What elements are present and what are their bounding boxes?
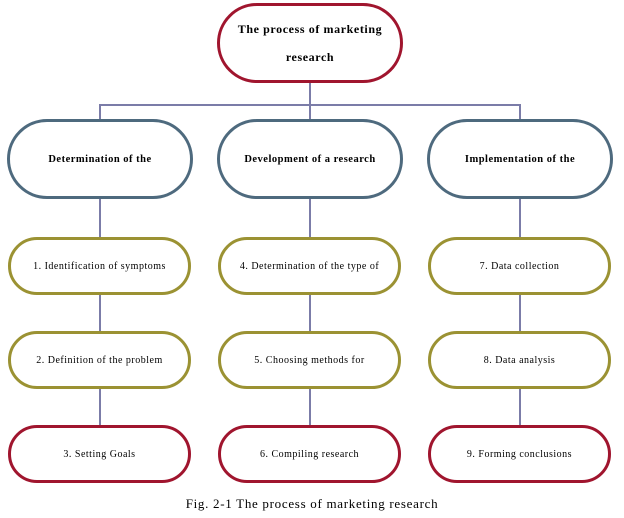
step-label: 4. Determination of the type of — [239, 260, 380, 272]
branch-node-3: Implementation of the — [427, 119, 613, 199]
connector-branch-2-up — [309, 104, 311, 120]
connector-root-down — [309, 83, 311, 105]
step-node-6: 6. Compiling research — [218, 425, 401, 483]
step-label: 3. Setting Goals — [63, 448, 136, 460]
connector-col-1 — [99, 198, 101, 427]
branch-label: Development of a research — [244, 153, 376, 165]
step-node-7: 7. Data collection — [428, 237, 611, 295]
branch-label: Implementation of the — [464, 153, 576, 165]
step-node-2: 2. Definition of the problem — [8, 331, 191, 389]
step-label: 7. Data collection — [479, 260, 560, 272]
step-label: 2. Definition of the problem — [36, 354, 163, 366]
root-label-line-1: The process of marketing — [237, 22, 383, 36]
root-node: The process of marketing research — [217, 3, 403, 83]
connector-col-2 — [309, 198, 311, 427]
step-node-5: 5. Choosing methods for — [218, 331, 401, 389]
step-node-1: 1. Identification of symptoms — [8, 237, 191, 295]
connector-branch-3-up — [519, 104, 521, 120]
branch-node-2: Development of a research — [217, 119, 403, 199]
step-label: 8. Data analysis — [483, 354, 556, 366]
figure-caption: Fig. 2-1 The process of marketing resear… — [185, 496, 439, 511]
connector-branch-1-up — [99, 104, 101, 120]
branch-label: Determination of the — [48, 153, 152, 165]
branch-node-1: Determination of the — [7, 119, 193, 199]
connector-col-3 — [519, 198, 521, 427]
step-label: 5. Choosing methods for — [254, 354, 365, 366]
step-node-9: 9. Forming conclusions — [428, 425, 611, 483]
step-label: 6. Compiling research — [259, 448, 360, 460]
step-node-8: 8. Data analysis — [428, 331, 611, 389]
step-node-3: 3. Setting Goals — [8, 425, 191, 483]
root-label-line-2: research — [285, 50, 335, 64]
step-node-4: 4. Determination of the type of — [218, 237, 401, 295]
step-label: 9. Forming conclusions — [466, 448, 573, 460]
step-label: 1. Identification of symptoms — [33, 260, 166, 272]
